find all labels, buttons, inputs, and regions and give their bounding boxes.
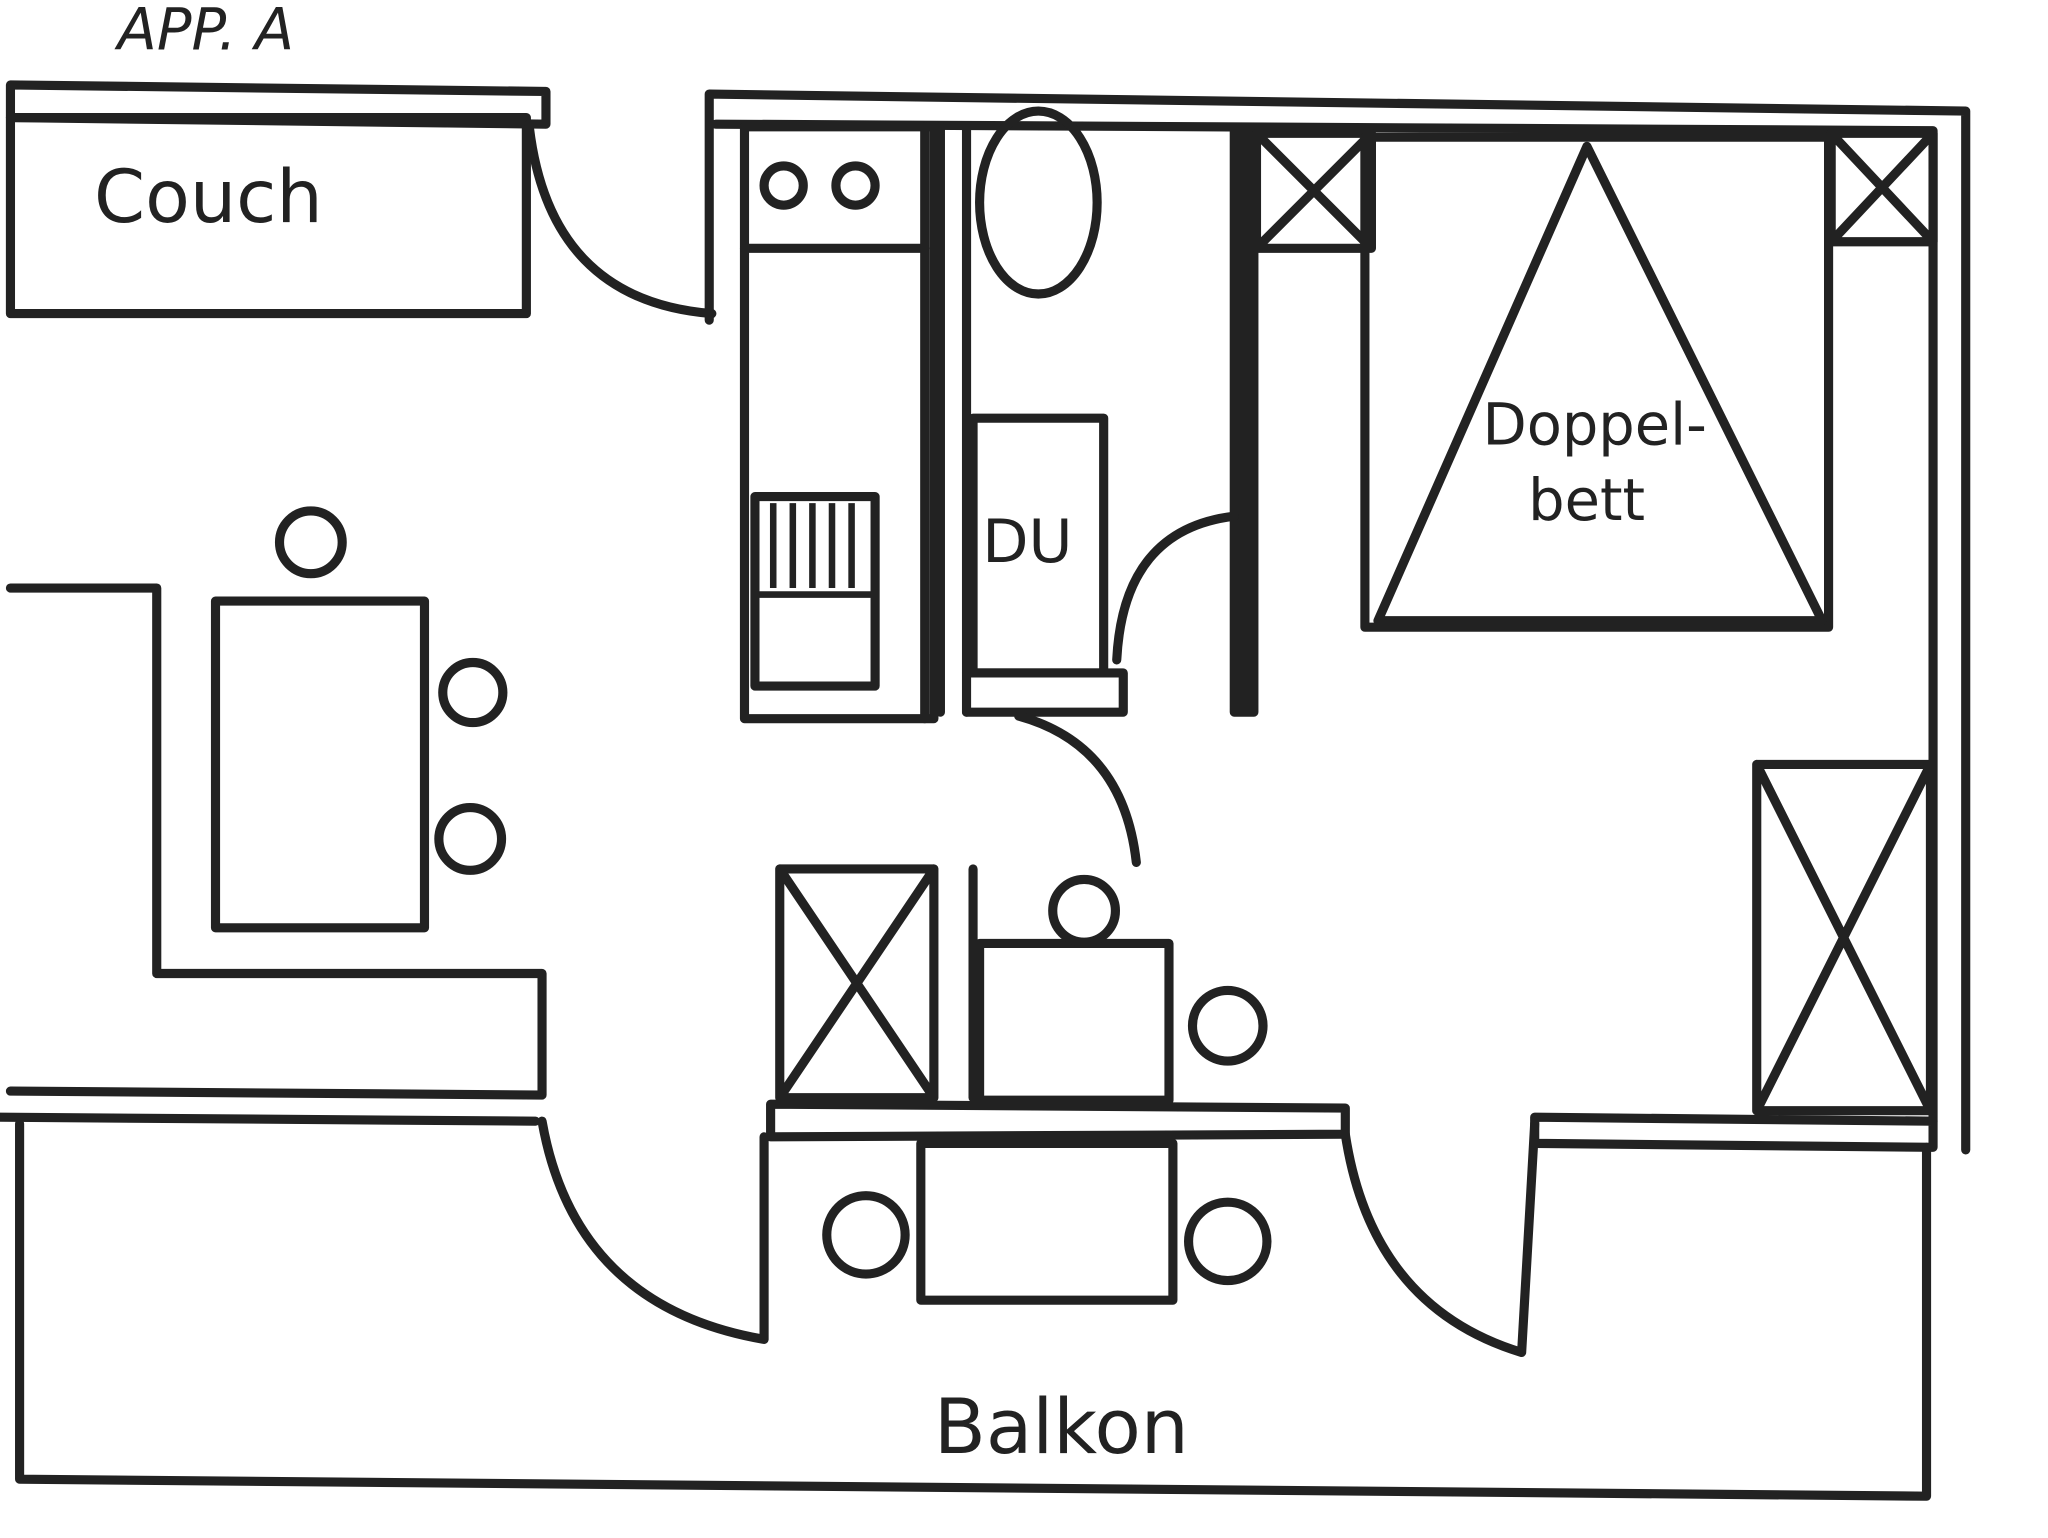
dining-table (210, 596, 430, 933)
chair-icon (274, 506, 347, 579)
balcony: Balkon (15, 1116, 1932, 1501)
bedroom: Doppel- bett (1251, 128, 1938, 1116)
chair-icon (438, 657, 508, 728)
balcony-door-swing (537, 1116, 769, 1344)
wardrobe-x-icon (1752, 759, 1936, 1116)
chair-icon (434, 802, 507, 875)
cabinet-x-icon (1826, 128, 1938, 247)
shower-label: DU (982, 507, 1072, 577)
desk-area (775, 864, 1268, 1105)
desk (975, 938, 1174, 1105)
dining-area (210, 506, 508, 933)
stove-burner-icon (759, 161, 808, 210)
bed-label-line1: Doppel- (1482, 391, 1706, 458)
bed-label-line2: bett (1528, 467, 1645, 534)
couch: Couch (5, 113, 531, 319)
balcony-table (916, 1138, 1178, 1305)
chair-icon (1048, 874, 1120, 947)
wardrobe-x-icon (775, 864, 939, 1103)
balcony-label: Balkon (934, 1383, 1189, 1471)
chair-icon (1187, 985, 1268, 1066)
bathroom: DU (935, 106, 1239, 717)
chair-icon (1183, 1197, 1272, 1286)
bathroom-door-swing (1112, 511, 1239, 665)
toilet-icon (975, 106, 1102, 299)
couch-label: Couch (94, 155, 323, 240)
kitchen (739, 122, 939, 724)
walls (0, 80, 1971, 1155)
apartment-title: APP. A (114, 0, 295, 64)
balcony-door-swing (1340, 1119, 1540, 1358)
stove-burner-icon (831, 161, 880, 210)
entry-door-swing (524, 119, 717, 319)
hall-door-swing (1014, 711, 1141, 868)
double-bed (1360, 132, 1834, 632)
chair-icon (822, 1191, 910, 1279)
cabinet-x-icon (1251, 128, 1376, 253)
